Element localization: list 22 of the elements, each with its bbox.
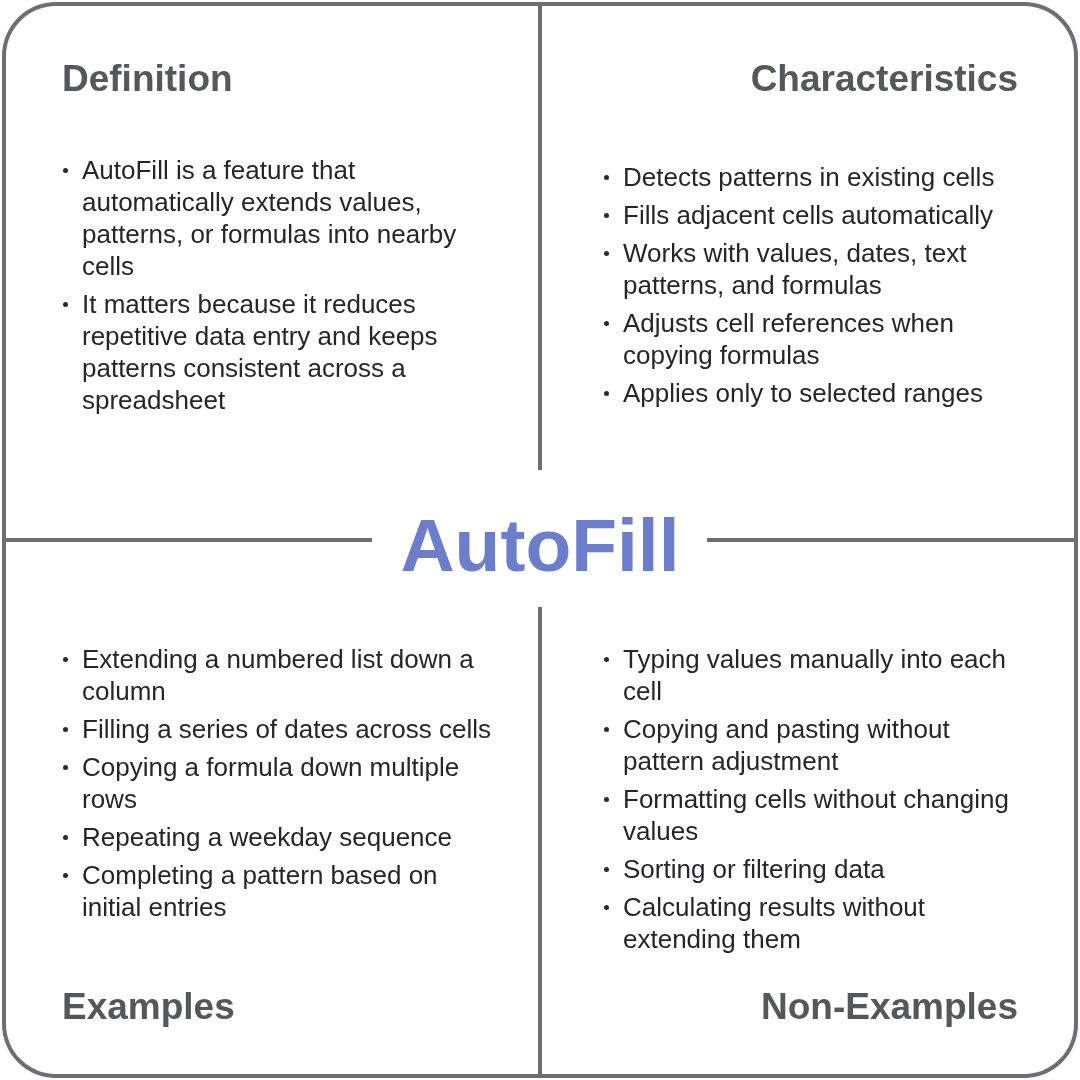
list-item-text: Filling a series of dates across cells [82, 713, 491, 745]
list-item-text: Works with values, dates, text patterns, and formulas [623, 237, 968, 301]
list-item-text: Detects patterns in existing cells [623, 161, 995, 193]
list-item-text: Completing a pattern based on initial entries [82, 859, 439, 923]
list-item-text: Copying and pasting without pattern adjustment [623, 713, 951, 777]
list-item-text: Applies only to selected ranges [623, 377, 983, 409]
list-item-text: AutoFill is a feature that automatically extends values, patterns, or formulas into nearby cells [82, 154, 458, 282]
concept-title: AutoFill [400, 507, 680, 583]
list-item-text: Extending a numbered list down a column [82, 643, 475, 707]
list-item-text: Copying a formula down multiple rows [82, 751, 461, 815]
list-item-text: Typing values manually into each cell [623, 643, 1007, 707]
quadrant-heading: Definition [62, 57, 233, 101]
list-item-text: Repeating a weekday sequence [82, 821, 453, 853]
quadrant-heading: Examples [62, 985, 235, 1029]
quadrant-heading: Characteristics [750, 57, 1018, 101]
list-item-text: Adjusts cell references when copying formulas [623, 307, 955, 371]
list-item-text: Fills adjacent cells automatically [623, 199, 993, 231]
list-item-text: Formatting cells without changing values [623, 783, 1010, 847]
list-item-text: Sorting or filtering data [623, 853, 885, 885]
list-item-text: Calculating results without extending them [623, 891, 927, 955]
quadrant-heading: Non-Examples [761, 985, 1018, 1029]
list-item-text: It matters because it reduces repetitive data entry and keeps patterns consistent across a spreadsheet [82, 288, 439, 416]
